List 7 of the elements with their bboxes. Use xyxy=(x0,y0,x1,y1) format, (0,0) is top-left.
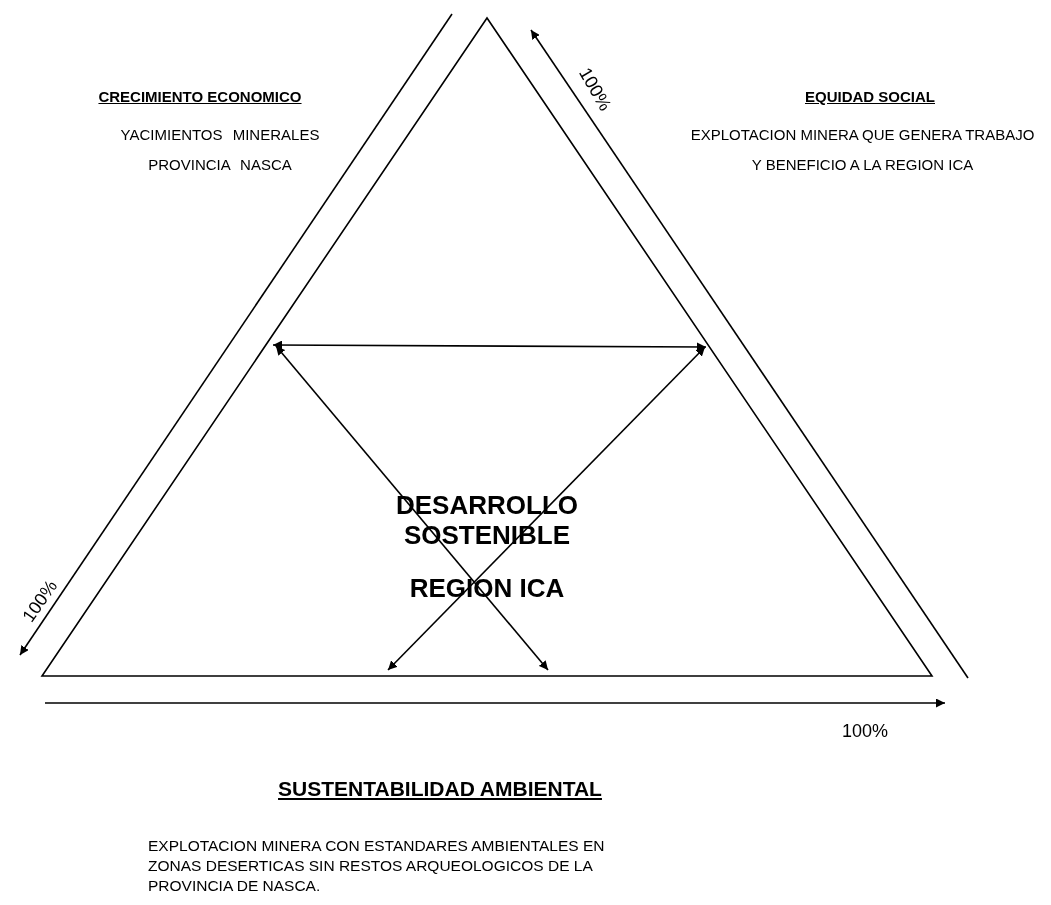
section-heading: EQUIDAD SOCIAL xyxy=(804,88,936,107)
description-text: EXPLOTACION MINERA CON ESTANDARES AMBIENTALES EN ZONAS DESERTICAS SIN RESTOS ARQUEOLOGICOS DE LA PROVINCIA DE NASCA. xyxy=(148,836,606,896)
description-text: YACIMIENTOS MINERALES PROVINCIA NASCA xyxy=(119,125,321,175)
description-text: EXPLOTACION MINERA QUE GENERA TRABAJO Y BENEFICIO A LA REGION ICA xyxy=(690,125,1035,175)
percent-label: 100% xyxy=(840,720,889,743)
section-heading: CRECIMIENTO ECONOMICO xyxy=(97,88,303,107)
section-heading: SUSTENTABILIDAD AMBIENTAL xyxy=(277,776,603,802)
